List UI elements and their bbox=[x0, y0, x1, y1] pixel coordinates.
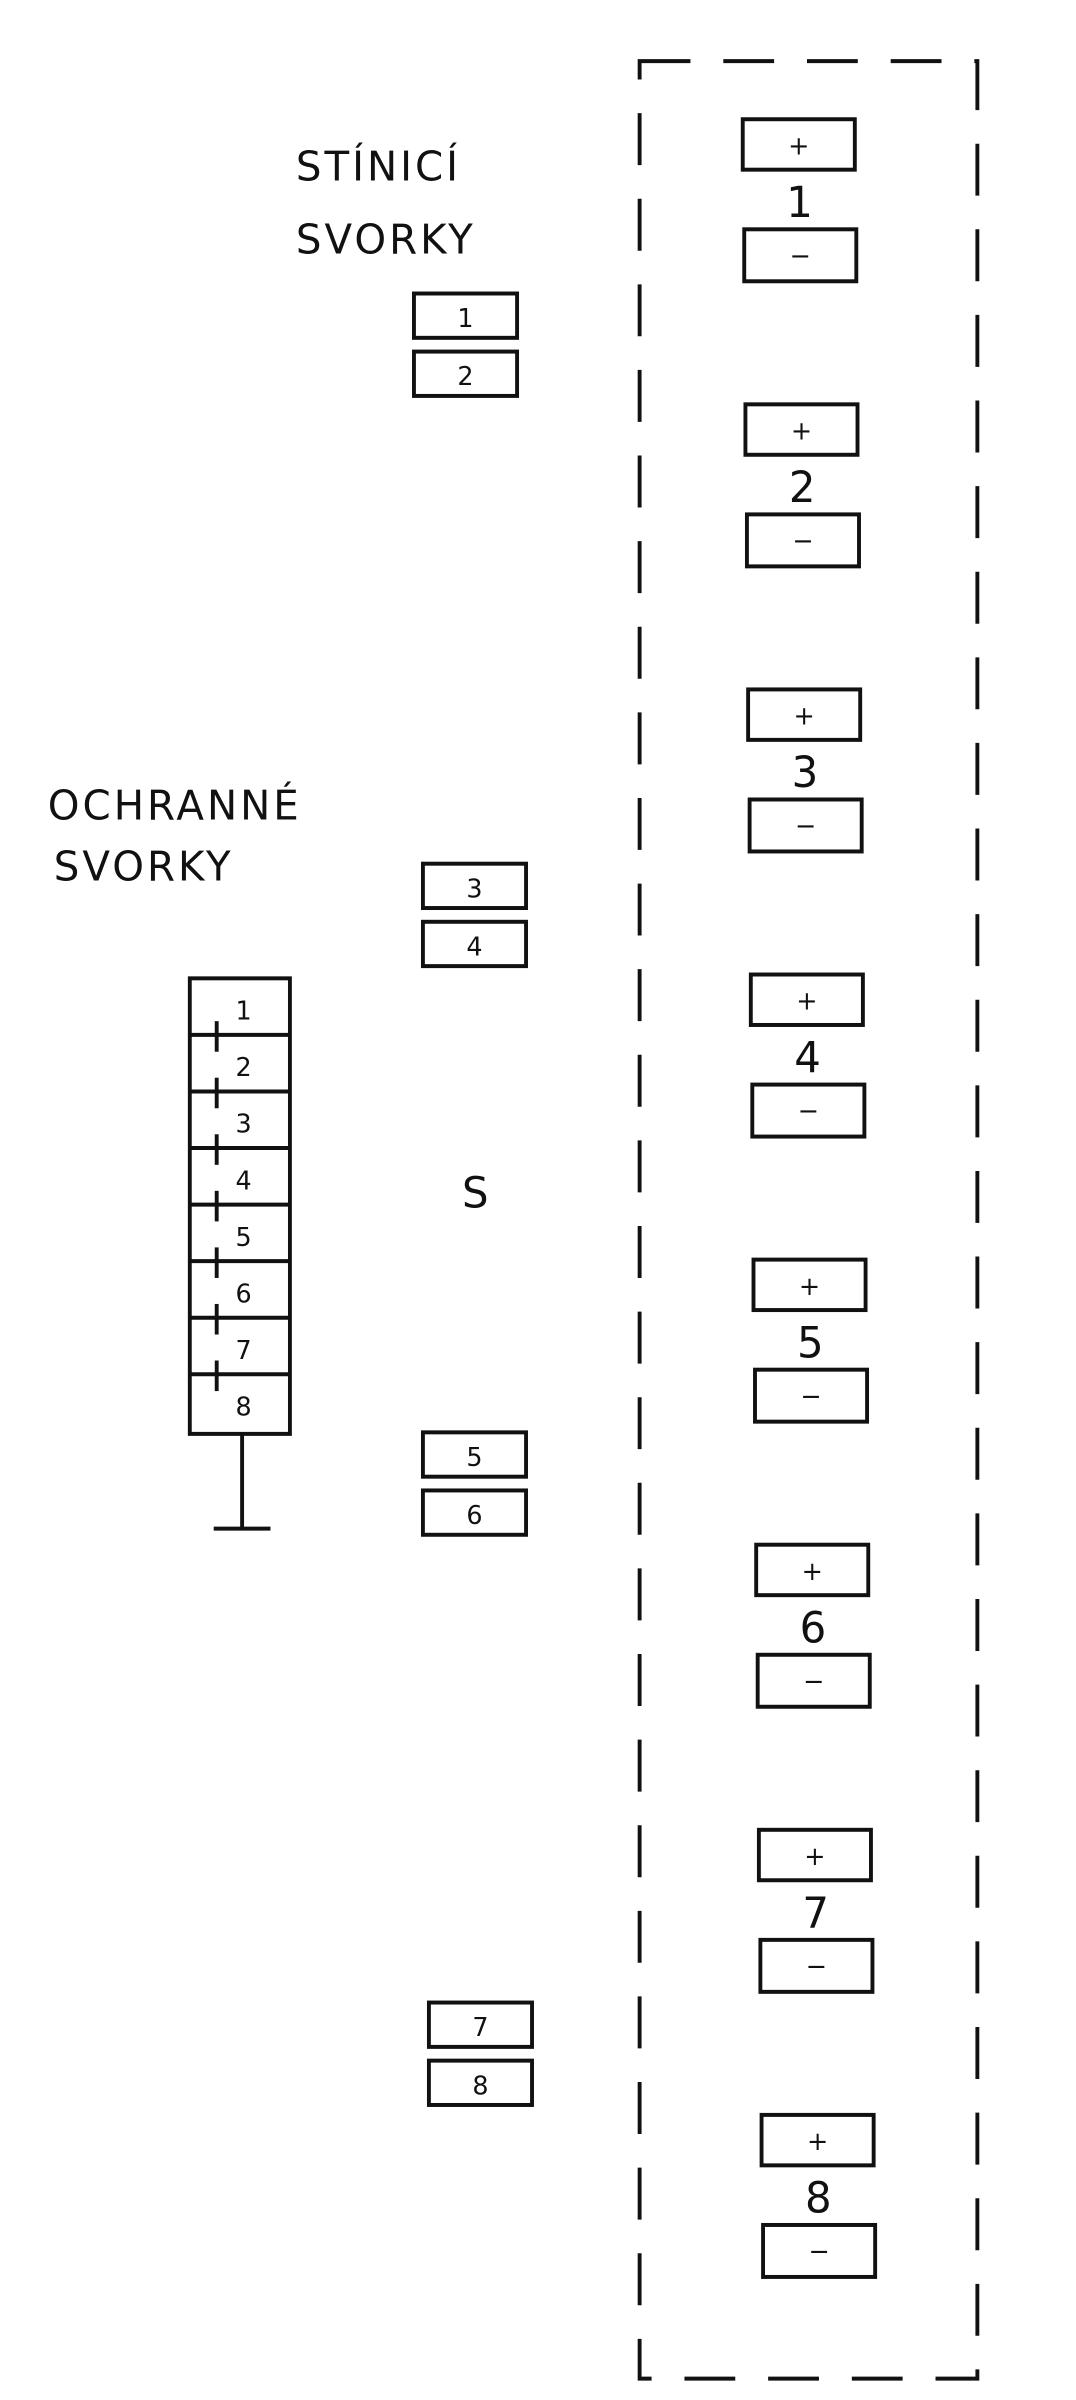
protective-terminal: 5 bbox=[189, 1190, 290, 1253]
terminal-label: 4 bbox=[236, 1166, 252, 1196]
channel-number: 8 bbox=[805, 2173, 832, 2223]
plus-terminal-box bbox=[756, 1827, 873, 1883]
terminal-label: 5 bbox=[236, 1223, 252, 1253]
channel-8: +8 − bbox=[759, 2112, 878, 2279]
plus-terminal-box bbox=[754, 1542, 871, 1598]
minus-terminal-box bbox=[747, 797, 864, 854]
minus-terminal-box bbox=[744, 512, 861, 569]
terminal-label: 4 bbox=[466, 932, 482, 962]
minus-terminal-box bbox=[750, 1082, 867, 1139]
terminal-label: 2 bbox=[236, 1053, 252, 1083]
shield-terminals-title: STÍNICÍ SVORKY bbox=[296, 142, 476, 264]
channel-3: +3 − bbox=[746, 687, 864, 854]
protective-terminal: 3 bbox=[189, 1077, 290, 1140]
terminal-label: 7 bbox=[236, 1336, 252, 1366]
protective-terminals-title: OCHRANNÉ SVORKY bbox=[48, 781, 302, 891]
plus-terminal-box bbox=[759, 2112, 876, 2168]
channel-number: 7 bbox=[802, 1888, 829, 1938]
terminal-label: 3 bbox=[466, 874, 482, 904]
protective-terminal-strip: 1 2 3 4 5 6 7 8 bbox=[187, 976, 292, 1531]
terminal-box bbox=[412, 349, 520, 398]
minus-sign: − bbox=[803, 1667, 824, 1697]
terminal-label: 1 bbox=[236, 996, 252, 1026]
minus-terminal-box bbox=[761, 2222, 878, 2279]
terminal-box bbox=[420, 1430, 528, 1479]
plus-sign: + bbox=[794, 701, 815, 731]
shield-terminal: 3 bbox=[420, 861, 528, 911]
terminal-box bbox=[420, 1488, 528, 1537]
terminal-box bbox=[412, 291, 520, 340]
shield-terminal: 7 bbox=[426, 2000, 534, 2049]
channel-number: 3 bbox=[792, 748, 819, 798]
channel-1: +1 − bbox=[740, 117, 859, 284]
shield-terminal-block: 1 2 3 4 5 6 7 8 bbox=[412, 291, 534, 2107]
channel-enclosure-dashed bbox=[637, 59, 980, 2381]
minus-terminal-box bbox=[753, 1367, 870, 1424]
channel-terminals: +1 − +2 − +3 − +4 − +5 − +6 − +7 − +8 − bbox=[740, 117, 878, 2279]
channel-2: +2 − bbox=[743, 402, 861, 569]
channel-number: 1 bbox=[786, 178, 813, 228]
shield-terminal: 4 bbox=[420, 919, 528, 969]
plus-sign: + bbox=[796, 986, 817, 1016]
channel-number: 4 bbox=[794, 1033, 821, 1083]
minus-sign: − bbox=[795, 811, 816, 841]
terminal-label: 7 bbox=[472, 2013, 488, 2043]
minus-sign: − bbox=[790, 241, 811, 271]
protective-terminal: 4 bbox=[189, 1134, 290, 1196]
protective-terminal: 6 bbox=[189, 1247, 290, 1309]
protective-title-line2: SVORKY bbox=[54, 842, 234, 891]
channel-number: 2 bbox=[789, 463, 816, 513]
protective-terminal: 8 bbox=[189, 1360, 290, 1423]
minus-sign: − bbox=[800, 1382, 821, 1412]
plus-sign: + bbox=[788, 131, 809, 161]
shield-terminal: 5 bbox=[420, 1430, 528, 1479]
protective-terminal: 2 bbox=[189, 1021, 290, 1083]
protective-title-line1: OCHRANNÉ bbox=[48, 781, 302, 830]
minus-sign: − bbox=[792, 526, 813, 556]
plus-terminal-box bbox=[748, 972, 865, 1027]
channel-4: +4 − bbox=[748, 972, 867, 1139]
terminal-box bbox=[426, 2000, 534, 2049]
channel-5: +5 − bbox=[751, 1257, 870, 1424]
terminal-label: 5 bbox=[466, 1443, 482, 1473]
shield-terminal: 6 bbox=[420, 1488, 528, 1537]
minus-sign: − bbox=[808, 2237, 829, 2267]
channel-number: 6 bbox=[800, 1603, 827, 1653]
terminal-label: 6 bbox=[466, 1501, 482, 1531]
plus-sign: + bbox=[791, 416, 812, 446]
plus-terminal-box bbox=[746, 687, 863, 742]
terminal-box bbox=[420, 919, 528, 969]
protective-terminal: 1 bbox=[236, 996, 252, 1026]
terminal-label: 6 bbox=[236, 1279, 252, 1309]
terminal-label: 1 bbox=[457, 304, 473, 334]
plus-sign: + bbox=[804, 1842, 825, 1872]
plus-terminal-box bbox=[740, 117, 857, 172]
minus-terminal-box bbox=[758, 1937, 875, 1994]
terminal-box bbox=[420, 861, 528, 911]
terminal-label: 3 bbox=[236, 1109, 252, 1139]
terminal-box bbox=[426, 2058, 534, 2107]
terminal-label: 8 bbox=[236, 1392, 252, 1422]
plus-sign: + bbox=[807, 2127, 828, 2157]
center-label: S bbox=[462, 1168, 489, 1218]
channel-number: 5 bbox=[797, 1318, 824, 1368]
shield-title-line2: SVORKY bbox=[296, 215, 476, 264]
terminal-label: 8 bbox=[472, 2071, 488, 2101]
terminal-label: 2 bbox=[457, 362, 473, 392]
protective-terminal: 7 bbox=[189, 1303, 290, 1366]
shield-title-line1: STÍNICÍ bbox=[296, 142, 461, 191]
minus-sign: − bbox=[806, 1952, 827, 1982]
channel-7: +7 − bbox=[756, 1827, 875, 1994]
plus-terminal-box bbox=[743, 402, 860, 457]
shield-terminal: 1 bbox=[412, 291, 520, 340]
minus-sign: − bbox=[798, 1096, 819, 1126]
shield-terminal: 2 bbox=[412, 349, 520, 398]
channel-6: +6 − bbox=[754, 1542, 872, 1709]
plus-terminal-box bbox=[751, 1257, 868, 1313]
plus-sign: + bbox=[799, 1272, 820, 1302]
shield-terminal: 8 bbox=[426, 2058, 534, 2107]
minus-terminal-box bbox=[742, 227, 859, 284]
plus-sign: + bbox=[802, 1557, 823, 1587]
minus-terminal-box bbox=[755, 1652, 872, 1709]
